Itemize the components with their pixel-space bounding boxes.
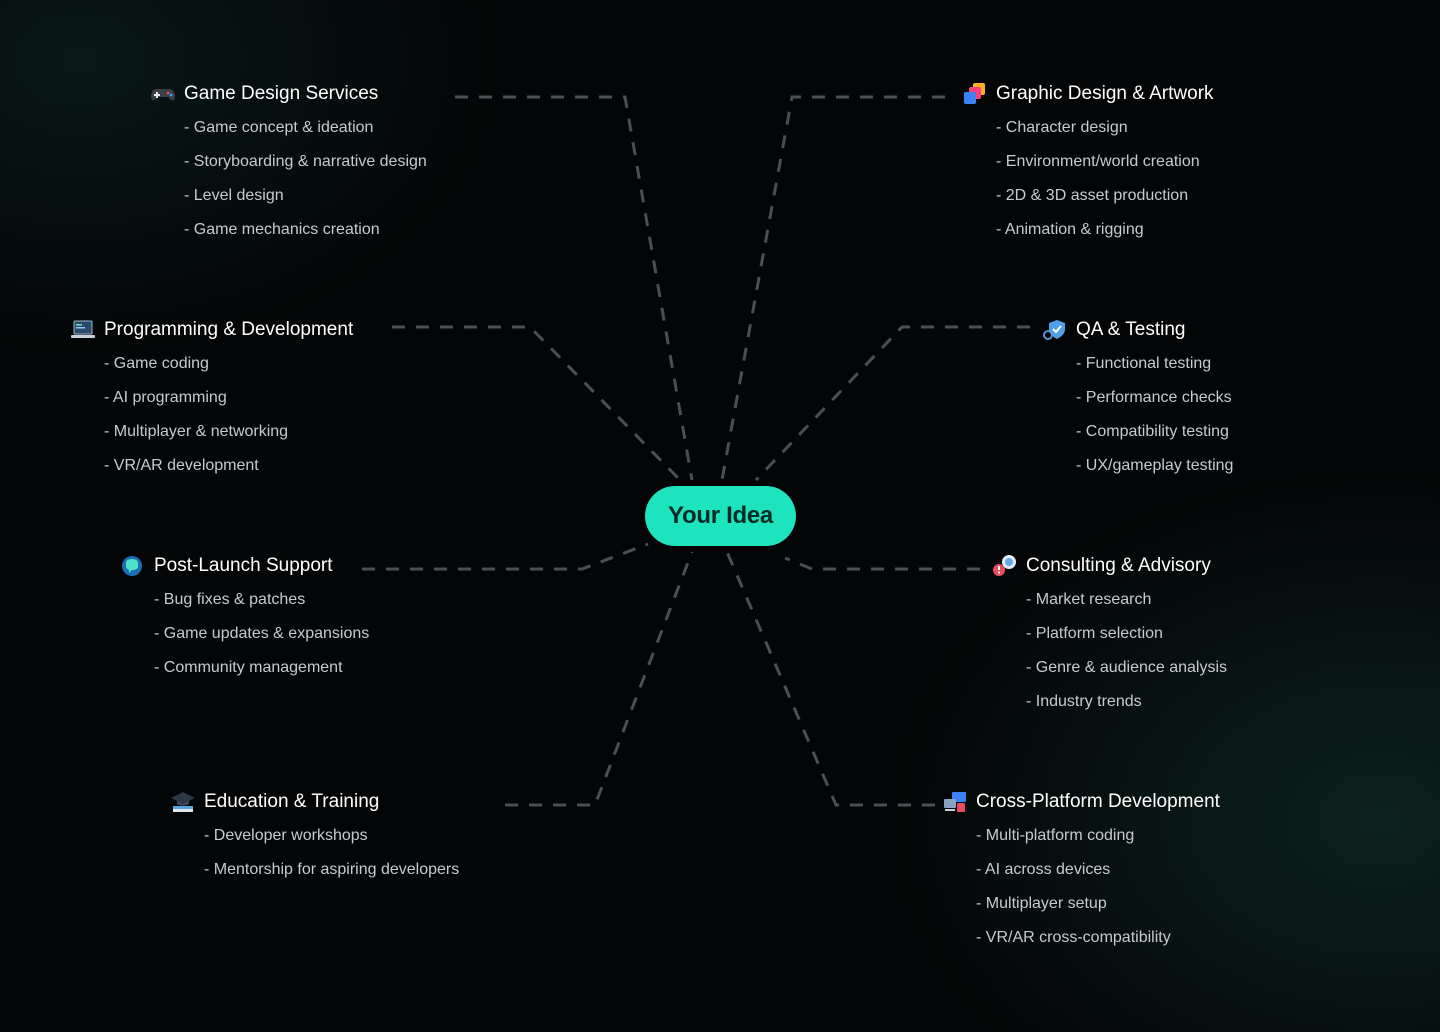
list-item: Storyboarding & narrative design — [184, 145, 427, 179]
artwork-icon — [962, 82, 988, 106]
list-item: Animation & rigging — [996, 213, 1214, 247]
group-title: Game Design Services — [184, 83, 379, 104]
group-title: Graphic Design & Artwork — [996, 83, 1214, 104]
gamepad-icon — [150, 82, 176, 106]
list-item: Game mechanics creation — [184, 213, 427, 247]
list-item: Character design — [996, 111, 1214, 145]
group-header: Education & Training — [170, 788, 459, 816]
shield-check-icon — [1042, 318, 1068, 342]
group-items: Character design Environment/world creat… — [962, 111, 1214, 247]
list-item: Game coding — [104, 347, 353, 381]
list-item: Multiplayer & networking — [104, 415, 353, 449]
group-header: Cross-Platform Development — [942, 788, 1220, 816]
list-item: Functional testing — [1076, 347, 1233, 381]
group-education: Education & Training Developer workshops… — [170, 788, 459, 887]
group-title: Post-Launch Support — [154, 555, 333, 576]
list-item: Game updates & expansions — [154, 617, 369, 651]
list-item: AI programming — [104, 381, 353, 415]
group-game-design: Game Design Services Game concept & idea… — [150, 80, 427, 247]
connector-game-design — [455, 95, 694, 481]
group-programming: Programming & Development Game coding AI… — [70, 316, 353, 483]
list-item: AI across devices — [976, 853, 1220, 887]
connector-consulting — [784, 556, 980, 571]
group-items: Game coding AI programming Multiplayer &… — [70, 347, 353, 483]
connector-qa-testing — [754, 325, 1030, 482]
connector-post-launch — [362, 542, 649, 571]
group-items: Market research Platform selection Genre… — [992, 583, 1227, 719]
graduation-cap-icon — [170, 790, 196, 814]
group-header: QA & Testing — [1042, 316, 1233, 344]
list-item: Bug fixes & patches — [154, 583, 369, 617]
group-consulting: Consulting & Advisory Market research Pl… — [992, 552, 1227, 719]
group-items: Game concept & ideation Storyboarding & … — [150, 111, 427, 247]
list-item: Mentorship for aspiring developers — [204, 853, 459, 887]
group-header: Post-Launch Support — [120, 552, 369, 580]
list-item: Multi-platform coding — [976, 819, 1220, 853]
group-cross-platform: Cross-Platform Development Multi-platfor… — [942, 788, 1220, 955]
list-item: Compatibility testing — [1076, 415, 1233, 449]
group-items: Developer workshops Mentorship for aspir… — [170, 819, 459, 887]
list-item: Platform selection — [1026, 617, 1227, 651]
group-post-launch: Post-Launch Support Bug fixes & patches … — [120, 552, 369, 685]
list-item: Environment/world creation — [996, 145, 1214, 179]
connector-cross-platform — [725, 551, 935, 807]
list-item: Level design — [184, 179, 427, 213]
center-idea-pill[interactable]: Your Idea — [645, 486, 796, 546]
list-item: Game concept & ideation — [184, 111, 427, 145]
group-qa-testing: QA & Testing Functional testing Performa… — [1042, 316, 1233, 483]
group-title: QA & Testing — [1076, 319, 1186, 340]
group-items: Functional testing Performance checks Co… — [1042, 347, 1234, 483]
list-item: Market research — [1026, 583, 1227, 617]
list-item: Performance checks — [1076, 381, 1233, 415]
group-title: Cross-Platform Development — [976, 791, 1220, 812]
laptop-icon — [70, 318, 96, 342]
list-item: Developer workshops — [204, 819, 459, 853]
connector-graphic-design — [720, 95, 945, 481]
support-chat-icon — [120, 554, 146, 578]
list-item: UX/gameplay testing — [1076, 449, 1234, 483]
list-item: Industry trends — [1026, 685, 1227, 719]
list-item: Genre & audience analysis — [1026, 651, 1227, 685]
group-header: Consulting & Advisory — [992, 552, 1227, 580]
group-title: Consulting & Advisory — [1026, 555, 1211, 576]
group-title: Programming & Development — [104, 319, 354, 340]
devices-icon — [942, 790, 968, 814]
group-header: Graphic Design & Artwork — [962, 80, 1214, 108]
list-item: 2D & 3D asset production — [996, 179, 1214, 213]
connector-education — [505, 551, 694, 807]
speech-bubbles-icon — [992, 554, 1018, 578]
connector-programming — [392, 325, 682, 482]
group-items: Multi-platform coding AI across devices … — [942, 819, 1220, 955]
group-header: Game Design Services — [150, 80, 427, 108]
group-header: Programming & Development — [70, 316, 353, 344]
list-item: VR/AR development — [104, 449, 353, 483]
group-title: Education & Training — [204, 791, 380, 812]
group-items: Bug fixes & patches Game updates & expan… — [120, 583, 369, 685]
group-graphic-design: Graphic Design & Artwork Character desig… — [962, 80, 1214, 247]
list-item: Community management — [154, 651, 369, 685]
list-item: VR/AR cross-compatibility — [976, 921, 1220, 955]
list-item: Multiplayer setup — [976, 887, 1220, 921]
